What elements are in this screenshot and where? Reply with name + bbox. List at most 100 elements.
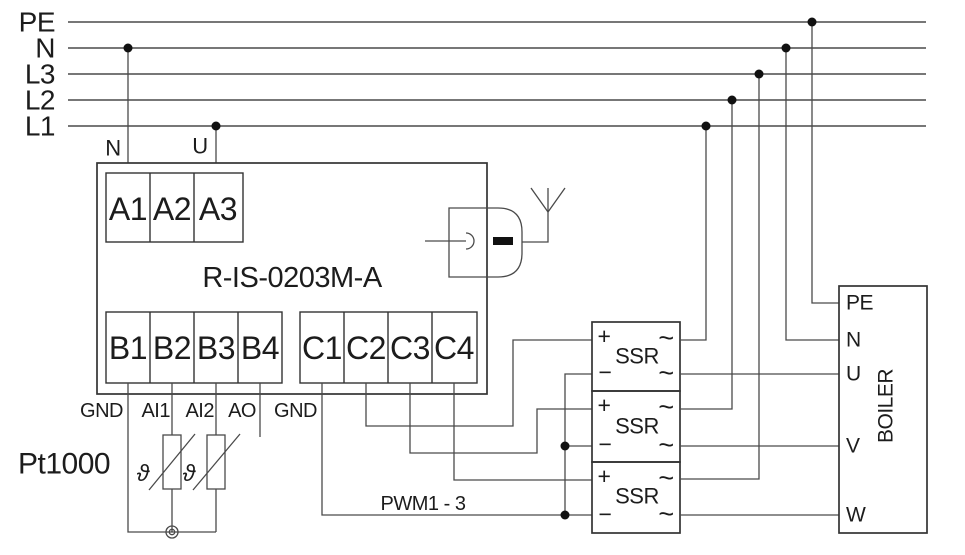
terminal-strip-a: A1 A2 A3 xyxy=(105,172,244,243)
device-supply-wires: N U xyxy=(105,43,221,163)
terminal-strip-c: C1 C2 C3 C4 xyxy=(299,311,478,384)
junction-minus-ssr3 xyxy=(560,510,570,520)
junction-n-bus xyxy=(123,43,133,53)
junction-l1-ssr1 xyxy=(701,121,711,131)
io-label-ai2: AI2 xyxy=(185,400,214,422)
terminal-a1: A1 xyxy=(109,191,147,227)
junction-l2-ssr2 xyxy=(727,95,737,105)
io-label-gnd-left: GND xyxy=(80,400,123,422)
boiler-outline xyxy=(838,285,928,534)
device-title: R-IS-0203M-A xyxy=(202,262,382,294)
bus-label-l3: L3 xyxy=(25,59,55,90)
wire-c3-to-ssr2-plus xyxy=(409,383,592,454)
junction-l1-bus xyxy=(211,121,221,131)
boiler-terminal-v: V xyxy=(846,435,860,458)
terminal-c1: C1 xyxy=(302,330,342,366)
ssr-3-outline xyxy=(591,461,681,534)
sensor-section: GND AI1 AI2 AO GND Pt1000 ϑ ϑ xyxy=(18,383,318,539)
thermistor-1-theta: ϑ xyxy=(137,460,151,486)
connector-socket-icon xyxy=(465,232,475,250)
ssr-mains-feeds xyxy=(680,69,764,480)
thermistor-2: ϑ xyxy=(183,433,241,491)
strip-b-dividers xyxy=(149,312,239,383)
antenna-icon xyxy=(530,187,566,214)
pt1000-label: Pt1000 xyxy=(18,448,110,481)
ssr-1-ac-top: ~ xyxy=(658,323,673,353)
ssr-3-minus: − xyxy=(599,501,612,527)
ssr-3-label: SSR xyxy=(615,484,659,509)
io-label-ao: AO xyxy=(228,400,256,422)
controller-outline xyxy=(96,162,488,395)
radio-module xyxy=(425,187,566,278)
ssr-2-plus: + xyxy=(598,392,611,418)
ssr-2-ac-top: ~ xyxy=(658,392,673,422)
thermistor-2-strike xyxy=(192,433,241,491)
ssr-2-label: SSR xyxy=(615,414,659,439)
wire-l1-to-ssr1 xyxy=(680,126,707,341)
junction-minus-ssr2 xyxy=(560,441,570,451)
io-label-ai1: AI1 xyxy=(141,400,170,422)
connector-plug-icon xyxy=(493,237,513,245)
boiler-terminal-n: N xyxy=(846,329,861,352)
wire-n-to-boiler xyxy=(785,48,839,341)
earth-symbol xyxy=(165,525,179,539)
pwm-label: PWM1 - 3 xyxy=(381,493,466,515)
device-input-n-label: N xyxy=(105,136,120,161)
strip-a-dividers xyxy=(149,173,195,242)
terminal-c2: C2 xyxy=(346,330,386,366)
boiler-label: BOILER xyxy=(875,369,898,443)
power-bus: PE N L3 L2 L1 xyxy=(19,7,926,142)
thermistor-2-theta: ϑ xyxy=(183,460,197,486)
terminal-b4: B4 xyxy=(241,330,279,366)
control-wiring: PWM1 - 3 xyxy=(321,339,592,520)
boiler-section: PE N U V W BOILER xyxy=(680,17,928,534)
terminal-b1: B1 xyxy=(109,330,147,366)
ssr-unit-1: + − SSR ~ ~ xyxy=(591,321,681,392)
boiler-terminal-w: W xyxy=(846,504,866,527)
ssr-1-ac-bottom: ~ xyxy=(658,358,673,388)
ssr-3-plus: + xyxy=(598,463,611,489)
bus-label-l1: L1 xyxy=(25,111,55,142)
ssr-unit-3: + − SSR ~ ~ xyxy=(591,461,681,534)
terminal-b3: B3 xyxy=(197,330,235,366)
device-input-u-label: U xyxy=(192,134,207,159)
wire-pe-to-boiler xyxy=(811,22,839,304)
thermistor-1: ϑ xyxy=(137,433,196,491)
wire-common-minus-riser xyxy=(564,373,592,515)
strip-c-dividers xyxy=(343,312,433,383)
thermistor-2-body xyxy=(206,434,226,490)
wire-c1-common-minus xyxy=(321,383,592,516)
terminal-b2: B2 xyxy=(153,330,191,366)
wire-l2-to-ssr2 xyxy=(680,100,733,410)
terminal-a3: A3 xyxy=(199,191,237,227)
thermistor-1-strike xyxy=(148,433,196,491)
controller-device: A1 A2 A3 R-IS-0203M-A B1 B2 B3 B4 C1 C2 … xyxy=(96,162,488,395)
wire-c4-to-ssr3-plus xyxy=(453,383,592,481)
terminal-c3: C3 xyxy=(390,330,430,366)
ssr-3-ac-top: ~ xyxy=(658,463,673,493)
ssr-1-label: SSR xyxy=(615,344,659,369)
earth-symbol-outer xyxy=(165,525,179,539)
bus-label-pe: PE xyxy=(19,7,55,38)
terminal-strip-b: B1 B2 B3 B4 xyxy=(105,311,283,384)
ssr-stack: + − SSR ~ ~ + − SSR ~ ~ + − SSR ~ ~ xyxy=(591,321,681,534)
ssr-unit-2: + − SSR ~ ~ xyxy=(591,390,681,463)
ssr-2-ac-bottom: ~ xyxy=(658,430,673,460)
wire-gnd-sensor-return xyxy=(127,383,216,533)
terminal-c4: C4 xyxy=(434,330,474,366)
terminal-a2: A2 xyxy=(153,191,191,227)
ssr-2-minus: − xyxy=(599,431,612,457)
antenna-connector-box xyxy=(448,207,523,278)
antenna-feed-wire xyxy=(522,188,549,243)
boiler-terminal-u: U xyxy=(846,363,861,386)
ssr-3-ac-bottom: ~ xyxy=(658,499,673,529)
wire-c2-to-ssr1-plus xyxy=(365,339,592,427)
earth-symbol-inner xyxy=(168,528,176,536)
junction-l3-ssr3 xyxy=(754,69,764,79)
strip-a-outline xyxy=(105,172,244,243)
ssr-1-plus: + xyxy=(598,323,611,349)
bus-label-l2: L2 xyxy=(25,85,55,116)
junction-pe-bus xyxy=(807,17,817,27)
bus-label-n: N xyxy=(35,33,55,64)
